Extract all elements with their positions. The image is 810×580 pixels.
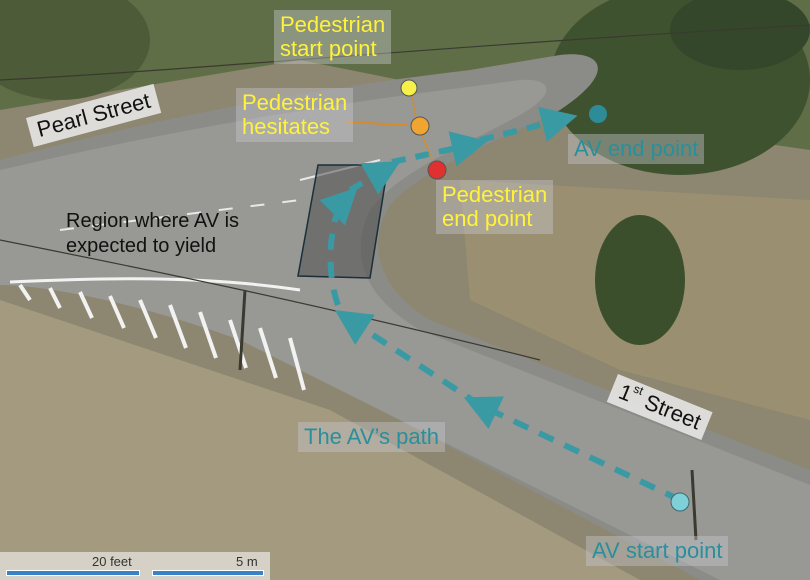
av-path <box>319 106 682 503</box>
scale-meters-line <box>152 570 264 576</box>
av-path-label-text: The AV’s path <box>304 424 439 449</box>
av-end-label-text: AV end point <box>574 136 699 161</box>
yield-region-label: Region where AV is expected to yield <box>66 209 239 259</box>
pedestrian-hesitates-label: Pedestrian hesitates <box>236 88 354 143</box>
av-end-marker <box>589 105 607 123</box>
pedestrian-end-label-line1: Pedestrian <box>442 182 548 207</box>
pedestrian-start-label: Pedestrian start point <box>274 10 392 65</box>
scale-feet-label: 20 feet <box>92 554 132 569</box>
pedestrian-end-label-line2: end point <box>442 206 533 232</box>
pedestrian-start-label-line1: Pedestrian <box>280 12 386 37</box>
roads <box>0 54 810 580</box>
pedestrian-end-marker <box>427 160 447 180</box>
av-start-label-text: AV start point <box>592 538 723 563</box>
av-path-segment-3 <box>319 187 358 307</box>
yield-region-label-line1: Region where AV is <box>66 210 240 232</box>
av-end-label: AV end point <box>568 134 705 165</box>
pedestrian-end-label: Pedestrian end point <box>436 180 554 235</box>
scale-feet-line <box>6 570 140 576</box>
tree-clusters <box>0 0 810 345</box>
pedestrian-hesitate-marker <box>410 116 430 136</box>
utility-lines <box>0 24 810 541</box>
av-path-segment-5 <box>391 131 488 167</box>
pedestrian-hesitates-label-line2: hesitates <box>242 114 331 140</box>
av-start-label: AV start point <box>586 536 729 567</box>
scale-meters-label: 5 m <box>236 554 258 569</box>
av-path-segment-4 <box>348 161 401 195</box>
yield-region-label-line2: expected to yield <box>66 235 217 257</box>
av-path-label: The AV’s path <box>298 422 445 453</box>
av-path-segment-1 <box>463 396 682 503</box>
av-start-marker <box>670 492 690 512</box>
dry-field <box>0 300 640 580</box>
av-path-segment-6 <box>479 106 578 143</box>
pedestrian-hesitates-label-line1: Pedestrian <box>242 90 348 115</box>
pedestrian-start-label-line2: start point <box>280 36 377 62</box>
pedestrian-start-marker <box>400 79 418 97</box>
scale-bar: 20 feet 5 m <box>0 552 270 580</box>
